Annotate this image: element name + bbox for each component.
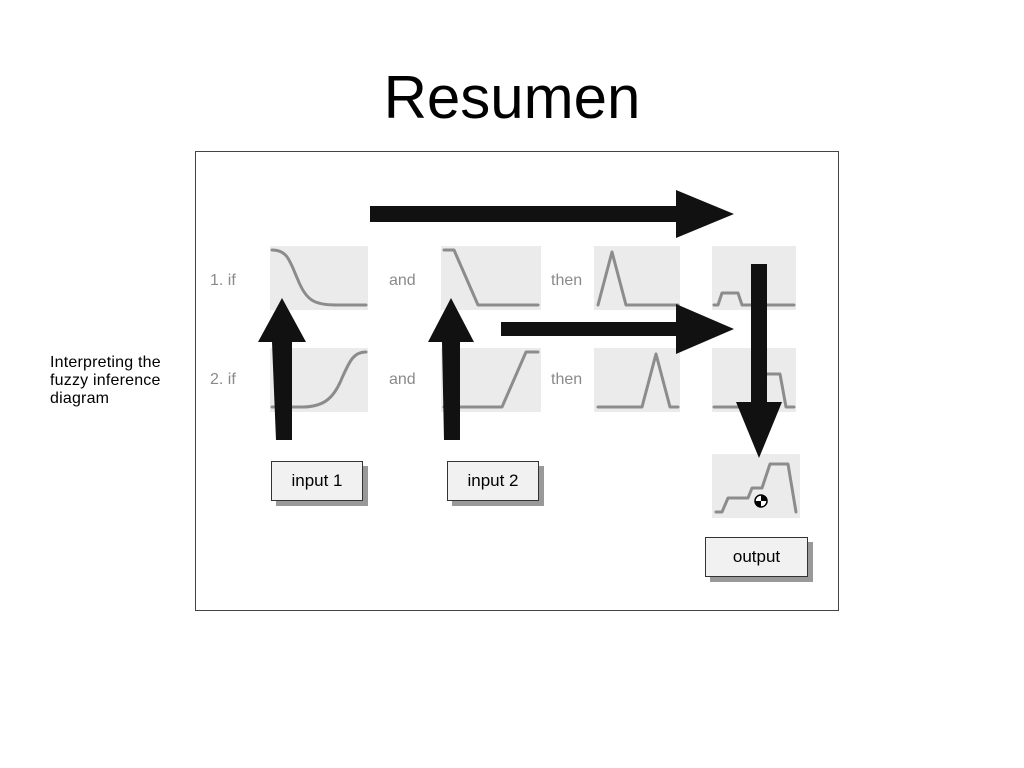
top-flow-arrow bbox=[370, 190, 734, 238]
rule1-output-mf bbox=[594, 246, 680, 310]
input2-box: input 2 bbox=[447, 461, 539, 501]
output-label: output bbox=[732, 547, 781, 566]
caption-line: fuzzy inference bbox=[50, 372, 161, 389]
fuzzy-inference-diagram: 1. if and then 2. if and then bbox=[195, 151, 839, 611]
input1-up-arrow bbox=[258, 298, 306, 440]
rule2-and-label: and bbox=[389, 371, 416, 388]
centroid-marker bbox=[754, 494, 768, 508]
middle-flow-arrow bbox=[501, 304, 734, 354]
rule1-if-label: 1. if bbox=[210, 272, 236, 289]
diagram-graphics bbox=[258, 190, 798, 514]
rule1-input2-curve bbox=[442, 248, 540, 307]
input1-label: input 1 bbox=[291, 471, 343, 490]
rule1-consequent-curve bbox=[596, 250, 680, 307]
input1-box: input 1 bbox=[271, 461, 363, 501]
caption-line: diagram bbox=[50, 390, 110, 407]
slide-title: Resumen bbox=[383, 64, 641, 131]
rule2-input2-curve bbox=[442, 350, 540, 409]
rule1-implication-curve bbox=[712, 291, 796, 307]
diagram-caption: Interpreting the fuzzy inference diagram bbox=[50, 354, 200, 408]
rule2-consequent-curve bbox=[596, 352, 680, 409]
rule2-input1-curve bbox=[270, 350, 368, 409]
rule1-and-label: and bbox=[389, 272, 416, 289]
rule2-if-label: 2. if bbox=[210, 371, 236, 388]
output-box: output bbox=[705, 537, 808, 577]
caption-line: Interpreting the bbox=[50, 354, 161, 371]
output-down-arrow bbox=[736, 264, 782, 458]
rule2-then-label: then bbox=[551, 371, 583, 388]
rule1-then-label: then bbox=[551, 272, 583, 289]
aggregate-output-curve bbox=[714, 462, 798, 514]
rule1-input1-curve bbox=[270, 248, 368, 307]
rule2-output-mf bbox=[594, 348, 680, 412]
input2-label: input 2 bbox=[467, 471, 519, 490]
input2-up-arrow bbox=[428, 298, 474, 440]
